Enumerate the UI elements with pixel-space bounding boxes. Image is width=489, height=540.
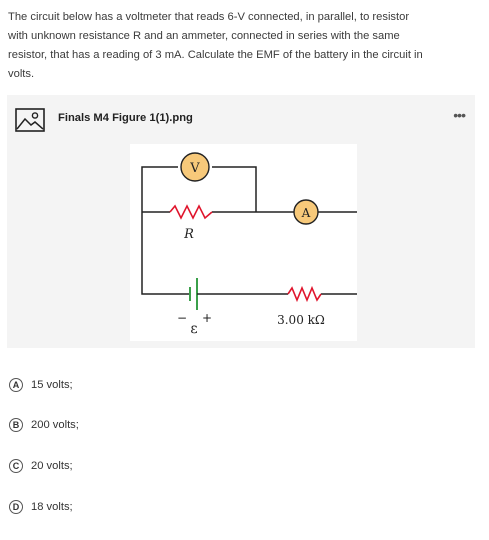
battery-plus-label: + bbox=[202, 311, 212, 325]
image-icon bbox=[15, 108, 45, 132]
question-line: The circuit below has a voltmeter that r… bbox=[8, 11, 410, 23]
option-text[interactable]: 18 volts; bbox=[31, 501, 73, 513]
circuit-wires bbox=[141, 166, 357, 295]
attachment-card: Finals M4 Figure 1(1).png ••• V R bbox=[7, 95, 475, 348]
resistor-r-icon bbox=[169, 204, 213, 220]
option-c[interactable]: C 20 volts; bbox=[9, 456, 73, 476]
question-text: The circuit below has a voltmeter that r… bbox=[8, 8, 478, 84]
option-text[interactable]: 200 volts; bbox=[31, 419, 79, 431]
attachment-filename[interactable]: Finals M4 Figure 1(1).png bbox=[58, 112, 193, 124]
resistor-3k-icon bbox=[287, 285, 322, 303]
battery-minus-label: − bbox=[177, 311, 187, 325]
question-line: with unknown resistance R and an ammeter… bbox=[8, 30, 400, 42]
battery-icon bbox=[182, 278, 206, 310]
voltmeter-icon bbox=[180, 152, 210, 182]
option-letter[interactable]: A bbox=[9, 378, 23, 392]
option-letter[interactable]: D bbox=[9, 500, 23, 514]
option-a[interactable]: A 15 volts; bbox=[9, 375, 73, 395]
option-text[interactable]: 20 volts; bbox=[31, 460, 73, 472]
question-line: resistor, that has a reading of 3 mA. Ca… bbox=[8, 49, 423, 61]
option-text[interactable]: 15 volts; bbox=[31, 379, 73, 391]
option-d[interactable]: D 18 volts; bbox=[9, 497, 73, 517]
circuit-figure: V R A − + ε 3.00 kΩ bbox=[130, 144, 357, 341]
circuit-diagram: V R A − + ε 3.00 kΩ bbox=[141, 152, 357, 337]
resistor-r-label: R bbox=[183, 227, 194, 242]
attachment-header[interactable]: Finals M4 Figure 1(1).png ••• bbox=[7, 95, 475, 141]
more-icon[interactable]: ••• bbox=[453, 107, 466, 123]
ammeter-icon bbox=[293, 199, 319, 225]
option-letter[interactable]: C bbox=[9, 459, 23, 473]
question-line: volts. bbox=[8, 68, 35, 80]
ammeter-label: A bbox=[301, 206, 311, 220]
emf-label: ε bbox=[190, 321, 197, 337]
voltmeter-label: V bbox=[189, 161, 200, 176]
resistor-3k-label: 3.00 kΩ bbox=[277, 313, 325, 327]
option-letter[interactable]: B bbox=[9, 418, 23, 432]
option-b[interactable]: B 200 volts; bbox=[9, 415, 79, 435]
